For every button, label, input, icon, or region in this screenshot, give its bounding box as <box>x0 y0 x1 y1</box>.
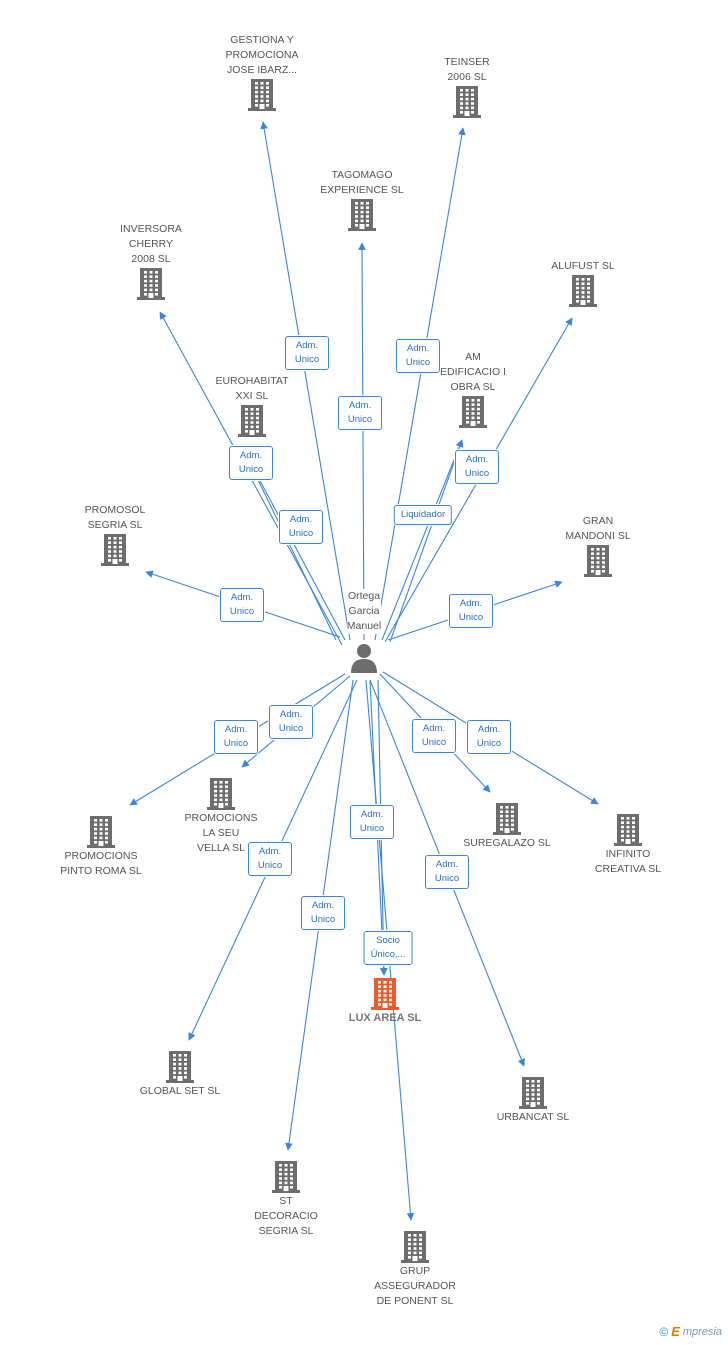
company-label: TEINSER 2006 SL <box>444 56 490 83</box>
company-label: EUROHABITAT XXI SL <box>215 375 289 402</box>
building-icon <box>347 198 377 232</box>
edge-label-promosol[interactable]: Adm. Unico <box>220 588 264 622</box>
company-node-laseu[interactable]: PROMOCIONS LA SEU VELLA SL <box>146 777 296 856</box>
company-node-tagomago[interactable]: TAGOMAGO EXPERIENCE SL <box>287 168 437 232</box>
edge-label-pintoroma[interactable]: Adm. Unico <box>214 720 258 754</box>
building-icon <box>613 813 643 847</box>
company-node-inversora[interactable]: INVERSORA CHERRY 2008 SL <box>76 222 226 301</box>
company-label: GESTIONA Y PROMOCIONA JOSE IBARZ... <box>225 34 299 76</box>
company-node-gran[interactable]: GRAN MANDONI SL <box>523 514 673 578</box>
company-node-globalset[interactable]: GLOBAL SET SL <box>105 1050 255 1099</box>
company-label: AM EDIFICACIO I OBRA SL <box>440 351 506 393</box>
building-icon <box>86 815 116 849</box>
building-icon <box>247 78 277 112</box>
company-label: GRAN MANDONI SL <box>565 515 631 542</box>
company-node-gestiona[interactable]: GESTIONA Y PROMOCIONA JOSE IBARZ... <box>187 33 337 112</box>
building-icon <box>237 404 267 438</box>
edge-label-laseu[interactable]: Adm. Unico <box>269 705 313 739</box>
building-icon <box>271 1160 301 1194</box>
edge-label-urbancat[interactable]: Adm. Unico <box>425 855 469 889</box>
edge-label-am[interactable]: Liquidador <box>393 505 453 525</box>
edge-label-am[interactable]: Adm. Unico <box>455 450 499 484</box>
company-node-luxarea[interactable]: LUX AREA SL <box>310 977 460 1026</box>
person-icon <box>349 642 379 674</box>
copyright-mark: © <box>659 1324 669 1339</box>
edge-label-luxarea[interactable]: Socio Único,... <box>363 931 413 965</box>
company-node-infinito[interactable]: INFINITO CREATIVA SL <box>553 813 703 877</box>
building-icon <box>458 395 488 429</box>
company-label: LUX AREA SL <box>348 1012 422 1024</box>
brand-name: mpresia <box>682 1325 722 1338</box>
building-icon <box>583 544 613 578</box>
person-label: Ortega Garcia Manuel <box>346 589 382 634</box>
edge-label-stdecoracio[interactable]: Adm. Unico <box>301 896 345 930</box>
company-label: PROMOSOL SEGRIA SL <box>84 504 146 531</box>
edge-label-infinito[interactable]: Adm. Unico <box>467 720 511 754</box>
building-icon <box>136 267 166 301</box>
building-icon <box>400 1230 430 1264</box>
edge-label-globalset[interactable]: Adm. Unico <box>248 842 292 876</box>
company-label: ST DECORACIO SEGRIA SL <box>254 1195 318 1237</box>
building-icon <box>370 977 400 1011</box>
company-node-urbancat[interactable]: URBANCAT SL <box>458 1076 608 1125</box>
edge-label-teinser[interactable]: Adm. Unico <box>396 339 440 373</box>
brand-logo-initial: E <box>671 1324 680 1339</box>
person-node-center[interactable]: Ortega Garcia Manuel <box>289 589 439 674</box>
company-node-am[interactable]: AM EDIFICACIO I OBRA SL <box>398 350 548 429</box>
company-label: PROMOCIONS PINTO ROMA SL <box>60 850 142 877</box>
edge-line-am <box>389 439 464 643</box>
building-icon <box>452 85 482 119</box>
company-node-teinser[interactable]: TEINSER 2006 SL <box>392 55 542 119</box>
edge-label-suregalazo[interactable]: Adm. Unico <box>412 719 456 753</box>
company-node-suregalazo[interactable]: SUREGALAZO SL <box>432 802 582 851</box>
edge-label-eurohabitat[interactable]: Adm. Unico <box>279 510 323 544</box>
building-icon <box>206 777 236 811</box>
building-icon <box>165 1050 195 1084</box>
company-label: PROMOCIONS LA SEU VELLA SL <box>184 812 258 854</box>
edge-label-luxarea[interactable]: Adm. Unico <box>350 805 394 839</box>
company-node-pintoroma[interactable]: PROMOCIONS PINTO ROMA SL <box>26 815 176 879</box>
edge-label-tagomago[interactable]: Adm. Unico <box>338 396 382 430</box>
edge-label-gran[interactable]: Adm. Unico <box>449 594 493 628</box>
company-node-grup[interactable]: GRUP ASSEGURADOR DE PONENT SL <box>340 1230 490 1309</box>
edge-label-eurohabitat[interactable]: Adm. Unico <box>229 446 273 480</box>
company-label: URBANCAT SL <box>496 1111 570 1123</box>
company-node-alufust[interactable]: ALUFUST SL <box>508 259 658 308</box>
building-icon <box>492 802 522 836</box>
building-icon <box>568 274 598 308</box>
building-icon <box>100 533 130 567</box>
company-node-stdecoracio[interactable]: ST DECORACIO SEGRIA SL <box>211 1160 361 1239</box>
edge-line-gestiona <box>260 121 351 641</box>
company-label: GLOBAL SET SL <box>139 1085 221 1097</box>
company-node-promosol[interactable]: PROMOSOL SEGRIA SL <box>40 503 190 567</box>
company-label: INVERSORA CHERRY 2008 SL <box>120 223 182 265</box>
company-node-eurohabitat[interactable]: EUROHABITAT XXI SL <box>177 374 327 438</box>
building-icon <box>518 1076 548 1110</box>
company-label: GRUP ASSEGURADOR DE PONENT SL <box>374 1265 456 1307</box>
edge-label-gestiona[interactable]: Adm. Unico <box>285 336 329 370</box>
edge-line-tagomago <box>358 242 366 641</box>
company-label: SUREGALAZO SL <box>463 837 551 849</box>
edge-line-am <box>381 439 464 641</box>
company-label: ALUFUST SL <box>551 260 615 272</box>
company-label: INFINITO CREATIVA SL <box>594 848 662 875</box>
edge-line-teinser <box>374 127 466 641</box>
company-label: TAGOMAGO EXPERIENCE SL <box>320 169 404 196</box>
